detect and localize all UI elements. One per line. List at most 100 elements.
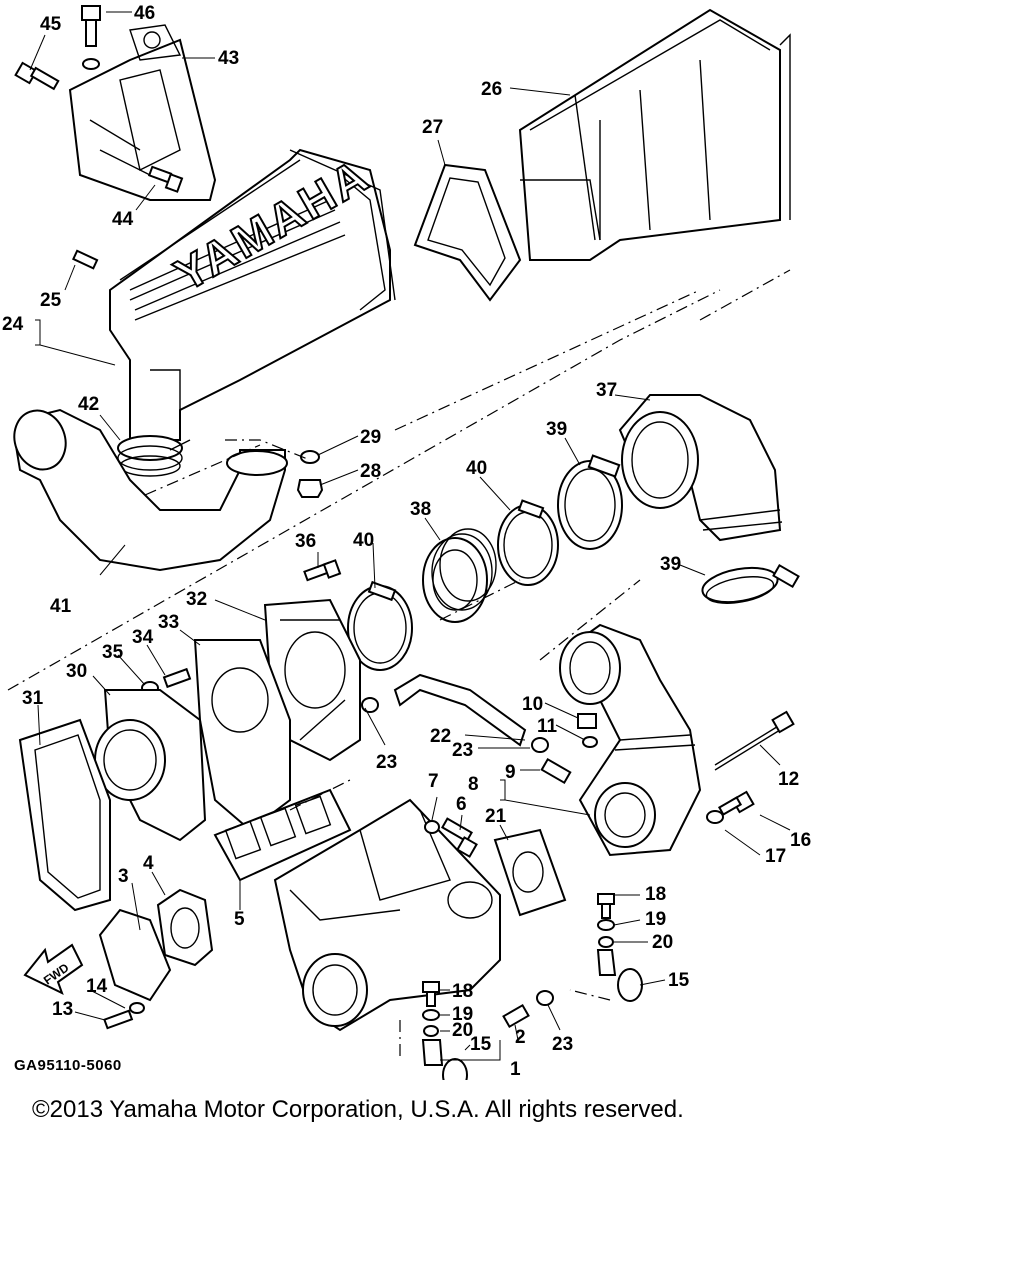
bolt-18-bottom xyxy=(422,981,440,1007)
callout-2: 2 xyxy=(515,1027,526,1048)
forward-arrow-icon: FWD xyxy=(23,943,84,995)
callout-8: 8 xyxy=(468,774,479,795)
callout-41: 41 xyxy=(50,596,72,617)
adapter-30 xyxy=(94,689,207,842)
washer-17 xyxy=(706,810,724,824)
callout-23-a: 23 xyxy=(376,752,397,773)
callout-36: 36 xyxy=(295,531,316,552)
bolt-6 xyxy=(441,817,478,858)
callout-13: 13 xyxy=(52,999,73,1020)
callout-15-right: 15 xyxy=(668,970,690,991)
assembly-lines xyxy=(7,269,791,1060)
elbow-37 xyxy=(618,394,783,542)
callout-5: 5 xyxy=(234,909,245,930)
callout-37: 37 xyxy=(596,380,617,401)
callout-20-right: 20 xyxy=(652,932,673,953)
callout-10: 10 xyxy=(522,694,543,715)
clip-23-a xyxy=(361,697,379,713)
callout-40-lower: 40 xyxy=(353,530,374,551)
callout-26: 26 xyxy=(481,79,502,100)
callout-44: 44 xyxy=(112,209,134,230)
copyright-notice: ©2013 Yamaha Motor Corporation, U.S.A. A… xyxy=(32,1096,684,1123)
callout-25: 25 xyxy=(40,290,62,311)
callout-43: 43 xyxy=(218,48,239,69)
callout-33: 33 xyxy=(158,612,179,633)
callout-17: 17 xyxy=(765,846,786,867)
callout-18-right: 18 xyxy=(645,884,666,905)
hose-22 xyxy=(393,673,527,747)
callout-6: 6 xyxy=(456,794,467,815)
fitting-25 xyxy=(72,249,99,270)
clamp-42 xyxy=(117,435,191,477)
plug-10 xyxy=(577,713,597,729)
callout-31: 31 xyxy=(22,688,44,709)
callout-3: 3 xyxy=(118,866,129,887)
clamp-40-upper xyxy=(497,499,559,586)
callout-20-bottom: 20 xyxy=(452,1020,473,1041)
callout-24: 24 xyxy=(2,314,24,335)
manifold-1 xyxy=(273,798,501,1032)
washer-20-bottom xyxy=(423,1025,439,1037)
callout-29: 29 xyxy=(360,427,381,448)
gasket-33 xyxy=(193,639,291,832)
callout-38: 38 xyxy=(410,499,431,520)
callout-23-b: 23 xyxy=(452,740,473,761)
gasket-5 xyxy=(213,788,352,882)
clamp-39-lower xyxy=(701,563,800,604)
callout-15-bottom: 15 xyxy=(470,1034,492,1055)
gasket-21 xyxy=(493,828,567,917)
exhaust-elbow-pipe xyxy=(559,623,702,857)
bracket-43 xyxy=(68,24,217,201)
callout-34: 34 xyxy=(132,627,154,648)
callout-9: 9 xyxy=(505,762,516,783)
fitting-2 xyxy=(502,1003,530,1029)
callout-16: 16 xyxy=(790,830,811,851)
callout-18-bottom: 18 xyxy=(452,981,473,1002)
clamp-39-upper xyxy=(557,454,623,550)
clamp-15-bottom xyxy=(421,1039,468,1080)
bolt-46 xyxy=(81,5,101,70)
callout-14: 14 xyxy=(86,976,108,997)
callout-22: 22 xyxy=(430,726,451,747)
callout-12: 12 xyxy=(778,769,799,790)
washer-14 xyxy=(129,1002,145,1014)
bolt-44 xyxy=(147,165,184,193)
washer-19-right xyxy=(597,919,615,931)
bolt-16 xyxy=(717,790,755,816)
callout-1: 1 xyxy=(510,1059,521,1080)
hose-41 xyxy=(13,408,288,572)
gasket-27 xyxy=(413,163,522,302)
washer-20-right xyxy=(598,936,614,948)
callout-45: 45 xyxy=(40,14,62,35)
callout-23-c: 23 xyxy=(552,1034,573,1055)
washer-11 xyxy=(582,736,598,748)
bolt-13 xyxy=(103,1009,134,1030)
callout-7: 7 xyxy=(428,771,439,792)
clip-23-c xyxy=(536,990,554,1006)
cover-3 xyxy=(98,908,172,1002)
bolt-18-right xyxy=(597,893,615,919)
callout-40-upper: 40 xyxy=(466,458,487,479)
callout-4: 4 xyxy=(143,853,154,874)
clip-23-b xyxy=(531,737,549,753)
resonator-26 xyxy=(518,8,791,261)
muffler-24: YAMAHA xyxy=(109,147,396,441)
bolt-36 xyxy=(303,559,342,582)
clamp-15-right xyxy=(596,949,643,1002)
callout-labels: 46 45 43 44 26 27 25 24 42 29 28 37 39 4… xyxy=(2,3,811,1080)
bolt-34 xyxy=(162,667,192,689)
callout-19-bottom: 19 xyxy=(452,1004,473,1025)
fitting-9 xyxy=(540,757,572,785)
callout-39-lower: 39 xyxy=(660,554,681,575)
callout-11: 11 xyxy=(537,716,558,737)
callout-39-upper: 39 xyxy=(546,419,567,440)
joint-38 xyxy=(422,528,497,623)
gasket-31 xyxy=(18,718,111,912)
nut-28 xyxy=(296,479,324,498)
washer-19-bottom xyxy=(422,1009,440,1021)
leader-lines xyxy=(29,11,791,1061)
callout-19-right: 19 xyxy=(645,909,666,930)
exploded-parts-diagram: YAMAHA xyxy=(2,3,811,1080)
callout-28: 28 xyxy=(360,461,381,482)
drawing-code: GA95110-5060 xyxy=(14,1057,122,1074)
